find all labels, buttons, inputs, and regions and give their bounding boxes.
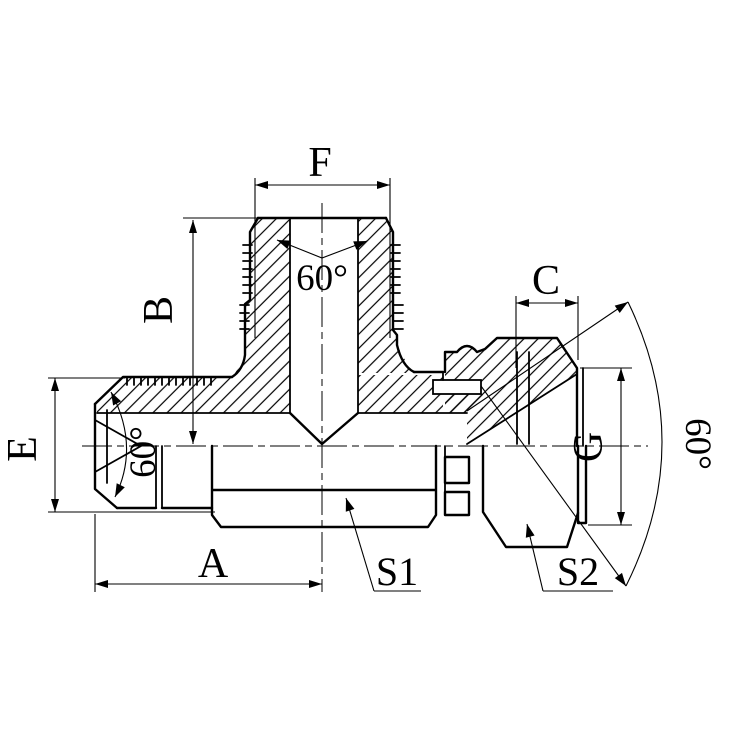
angle-top-label-text: 60° (296, 258, 348, 299)
dim-B: B (136, 217, 262, 444)
swivel-nut (443, 336, 588, 549)
angle-right-60: 60° (466, 301, 718, 587)
branch-thread-ticks (239, 244, 404, 330)
dim-F-label: F (308, 140, 331, 186)
angle-left-60: 60° (110, 391, 164, 498)
label-S2: S2 (525, 523, 613, 594)
dim-F: F (254, 140, 391, 338)
dim-C-label: C (532, 258, 560, 304)
port-thread-ticks (126, 376, 212, 386)
top-branch (230, 216, 416, 446)
S1-label: S1 (376, 549, 418, 594)
dim-E-label: E (0, 436, 46, 462)
angle-top-60: 60° (276, 239, 368, 299)
centerlines (82, 203, 648, 592)
dim-G-label: G (566, 432, 612, 462)
angle-right-label: 60° (677, 418, 718, 470)
dim-B-label: B (136, 296, 182, 324)
label-S1: S1 (345, 497, 421, 594)
section-hatching (97, 218, 577, 444)
dim-G: G (566, 367, 632, 526)
dim-C: C (515, 258, 579, 368)
S2-label: S2 (557, 549, 599, 594)
dim-E: E (0, 377, 215, 513)
angle-left-label: 60° (123, 426, 164, 478)
dim-A-label: A (198, 541, 229, 587)
dim-A: A (94, 514, 322, 592)
